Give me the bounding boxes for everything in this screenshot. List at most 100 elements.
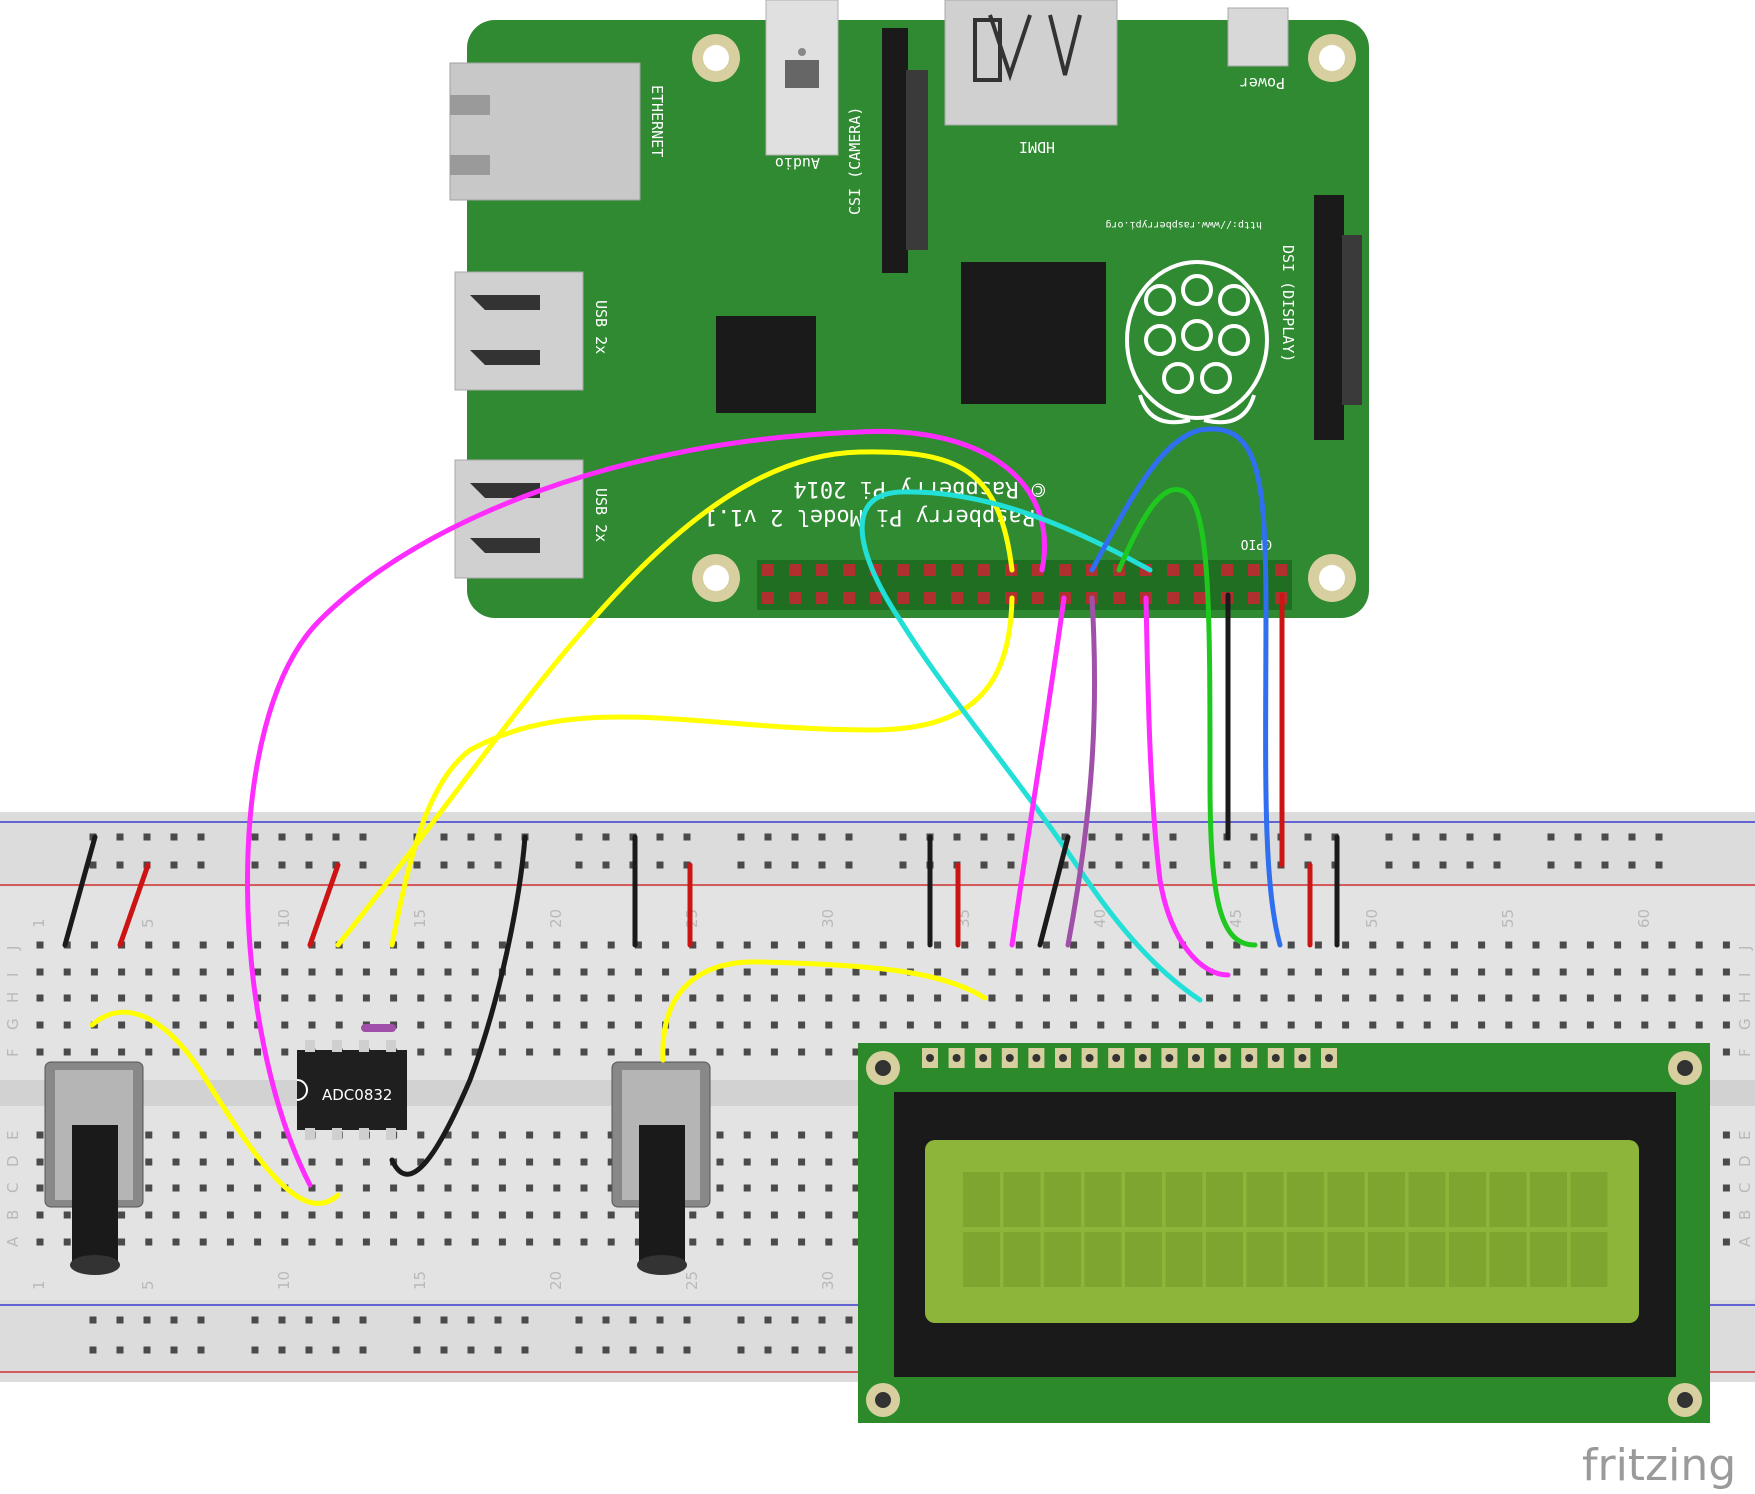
breadboard-hole <box>226 1131 234 1139</box>
breadboard-hole <box>145 1048 153 1056</box>
wire-blue-gnd <box>1089 426 1283 948</box>
breadboard-hole <box>825 1184 833 1192</box>
breadboard-hole <box>879 994 887 1002</box>
breadboard-hole <box>580 1021 588 1029</box>
rail-hole <box>1169 833 1177 841</box>
breadboard-hole <box>471 1238 479 1246</box>
breadboard-hole <box>1097 994 1105 1002</box>
pi-mounting-hole <box>1308 554 1356 602</box>
breadboard-hole <box>1314 968 1322 976</box>
breadboard-hole <box>199 994 207 1002</box>
breadboard-hole <box>852 1158 860 1166</box>
lcd-cell <box>1489 1232 1527 1287</box>
breadboard-hole <box>63 1048 71 1056</box>
adc-pin <box>359 1128 369 1140</box>
breadboard-hole <box>825 994 833 1002</box>
breadboard-hole <box>607 1021 615 1029</box>
breadboard-hole <box>308 1211 316 1219</box>
rail-hole <box>278 861 286 869</box>
pi-pcb <box>467 20 1369 618</box>
breadboard-hole <box>199 1131 207 1139</box>
breadboard-hole <box>36 941 44 949</box>
breadboard-hole <box>36 1021 44 1029</box>
breadboard-hole <box>770 1184 778 1192</box>
rail-hole <box>251 833 259 841</box>
rail-hole <box>1061 833 1069 841</box>
usb-label-bottom: USB 2x <box>592 488 610 542</box>
lcd-pin-hole <box>979 1054 988 1062</box>
breadboard-hole <box>1478 968 1486 976</box>
gpio-header <box>757 560 1292 610</box>
row-letter: H <box>1736 992 1754 1003</box>
rail-hole <box>1088 833 1096 841</box>
breadboard-hole <box>63 994 71 1002</box>
breadboard-hole <box>199 1211 207 1219</box>
lcd-mounting-hole <box>866 1383 900 1417</box>
breadboard-hole <box>689 1211 697 1219</box>
rail-hole <box>656 833 664 841</box>
lcd-pin-hole <box>1165 1054 1174 1062</box>
breadboard-hole <box>607 1211 615 1219</box>
breadboard-hole <box>689 1048 697 1056</box>
breadboard-hole <box>1369 968 1377 976</box>
breadboard-hole <box>934 1021 942 1029</box>
breadboard-hole <box>471 1021 479 1029</box>
breadboard-hole <box>1668 941 1676 949</box>
lcd-cell <box>1206 1232 1243 1287</box>
breadboard-hole <box>1369 941 1377 949</box>
hdmi-label: HDMI <box>1019 138 1055 156</box>
lcd-mounting-hole <box>1668 1383 1702 1417</box>
breadboard-hole <box>662 994 670 1002</box>
row-letter: B <box>4 1210 22 1220</box>
breadboard-hole <box>1070 1021 1078 1029</box>
wire-black-rail-4 <box>1037 834 1071 948</box>
breadboard-hole <box>825 941 833 949</box>
breadboard-hole <box>553 1131 561 1139</box>
row-letter: G <box>4 1018 22 1030</box>
breadboard-hole <box>798 994 806 1002</box>
lcd-pin-hole <box>1298 1054 1307 1062</box>
rail-hole <box>278 1316 286 1324</box>
breadboard-hole <box>254 941 262 949</box>
rail-hole <box>305 1346 313 1354</box>
breadboard-hole <box>1396 994 1404 1002</box>
gpio-pin <box>843 564 855 576</box>
rail-hole <box>251 1346 259 1354</box>
column-number: 10 <box>275 909 293 928</box>
row-letter: F <box>1736 1048 1754 1057</box>
breadboard-hole <box>716 1238 724 1246</box>
rail-hole <box>1412 833 1420 841</box>
breadboard-hole <box>1668 968 1676 976</box>
camera-label: CSI (CAMERA) <box>846 107 864 215</box>
breadboard-hole <box>716 1021 724 1029</box>
breadboard-hole <box>118 994 126 1002</box>
rail-hole <box>683 1316 691 1324</box>
breadboard-hole <box>1641 994 1649 1002</box>
breadboard-hole <box>1124 968 1132 976</box>
breadboard-hole <box>63 1021 71 1029</box>
breadboard-hole <box>498 1131 506 1139</box>
breadboard-hole <box>172 1158 180 1166</box>
breadboard-hole <box>607 941 615 949</box>
breadboard-hole <box>471 1184 479 1192</box>
row-letter: H <box>4 992 22 1003</box>
breadboard-hole <box>390 968 398 976</box>
breadboard-hole <box>743 941 751 949</box>
raspberry-pi-board: ETHERNET USB 2x USB 2x Audio CSI (CAMERA… <box>449 0 1369 618</box>
breadboard-hole <box>1614 968 1622 976</box>
breadboard-hole <box>36 1211 44 1219</box>
rail-hole <box>737 1346 745 1354</box>
lcd-cell <box>1003 1172 1041 1227</box>
breadboard-hole <box>716 994 724 1002</box>
rail-hole <box>791 1346 799 1354</box>
lcd-mounting-hole <box>866 1051 900 1085</box>
rail-hole <box>521 1316 529 1324</box>
lcd-pin-hole <box>1085 1054 1094 1062</box>
rail-hole <box>170 861 178 869</box>
rail-hole <box>1385 861 1393 869</box>
breadboard-hole <box>934 968 942 976</box>
breadboard-hole <box>1314 941 1322 949</box>
breadboard-hole <box>145 1211 153 1219</box>
breadboard-hole <box>879 941 887 949</box>
